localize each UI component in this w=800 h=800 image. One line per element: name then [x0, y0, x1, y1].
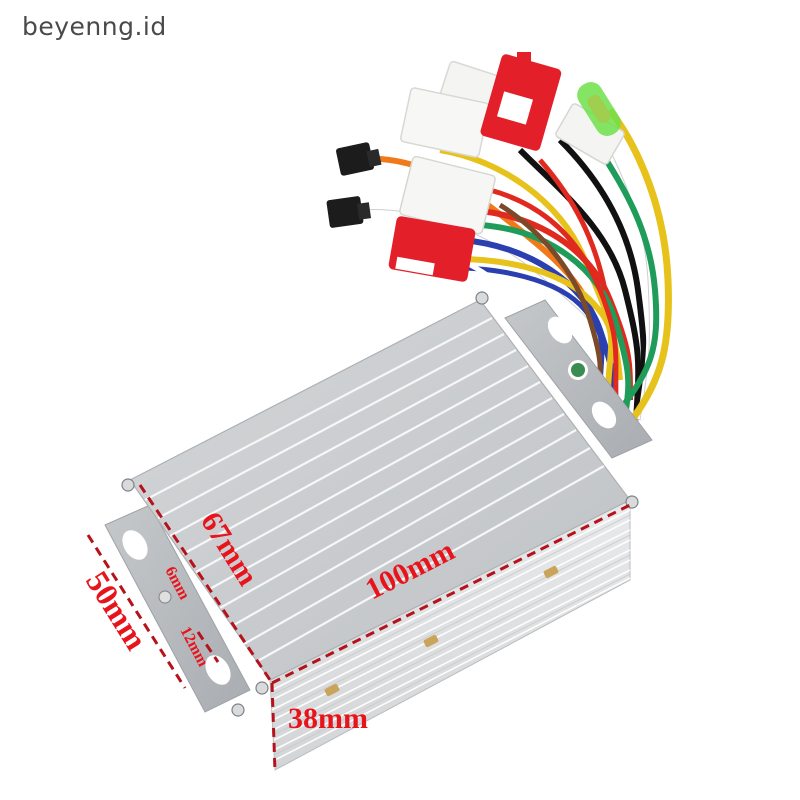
- right-mounting-flange: [504, 299, 653, 459]
- dim-line-length: [271, 503, 631, 685]
- dimension-lines: [86, 484, 631, 773]
- screw-icon: [121, 478, 135, 492]
- red-connector-bottom: [388, 216, 476, 282]
- controller-side-face: [269, 499, 631, 771]
- dim-line-width: [138, 484, 272, 681]
- watermark: beyenng.id: [22, 12, 167, 41]
- dim-label-height: 38mm: [288, 702, 368, 735]
- black-connector-lower: [326, 196, 372, 228]
- left-mounting-flange: [104, 504, 251, 713]
- green-connector: [577, 82, 621, 136]
- screw-icon: [255, 681, 269, 695]
- black-connector-upper: [336, 142, 382, 176]
- screw-icon: [475, 291, 489, 305]
- dim-line-flange: [86, 534, 187, 689]
- red-connector-top: [480, 52, 562, 151]
- screw-icon: [231, 703, 245, 717]
- connectors: [326, 52, 625, 282]
- dim-line-slot: [196, 631, 220, 663]
- controller-top-face: [121, 291, 639, 717]
